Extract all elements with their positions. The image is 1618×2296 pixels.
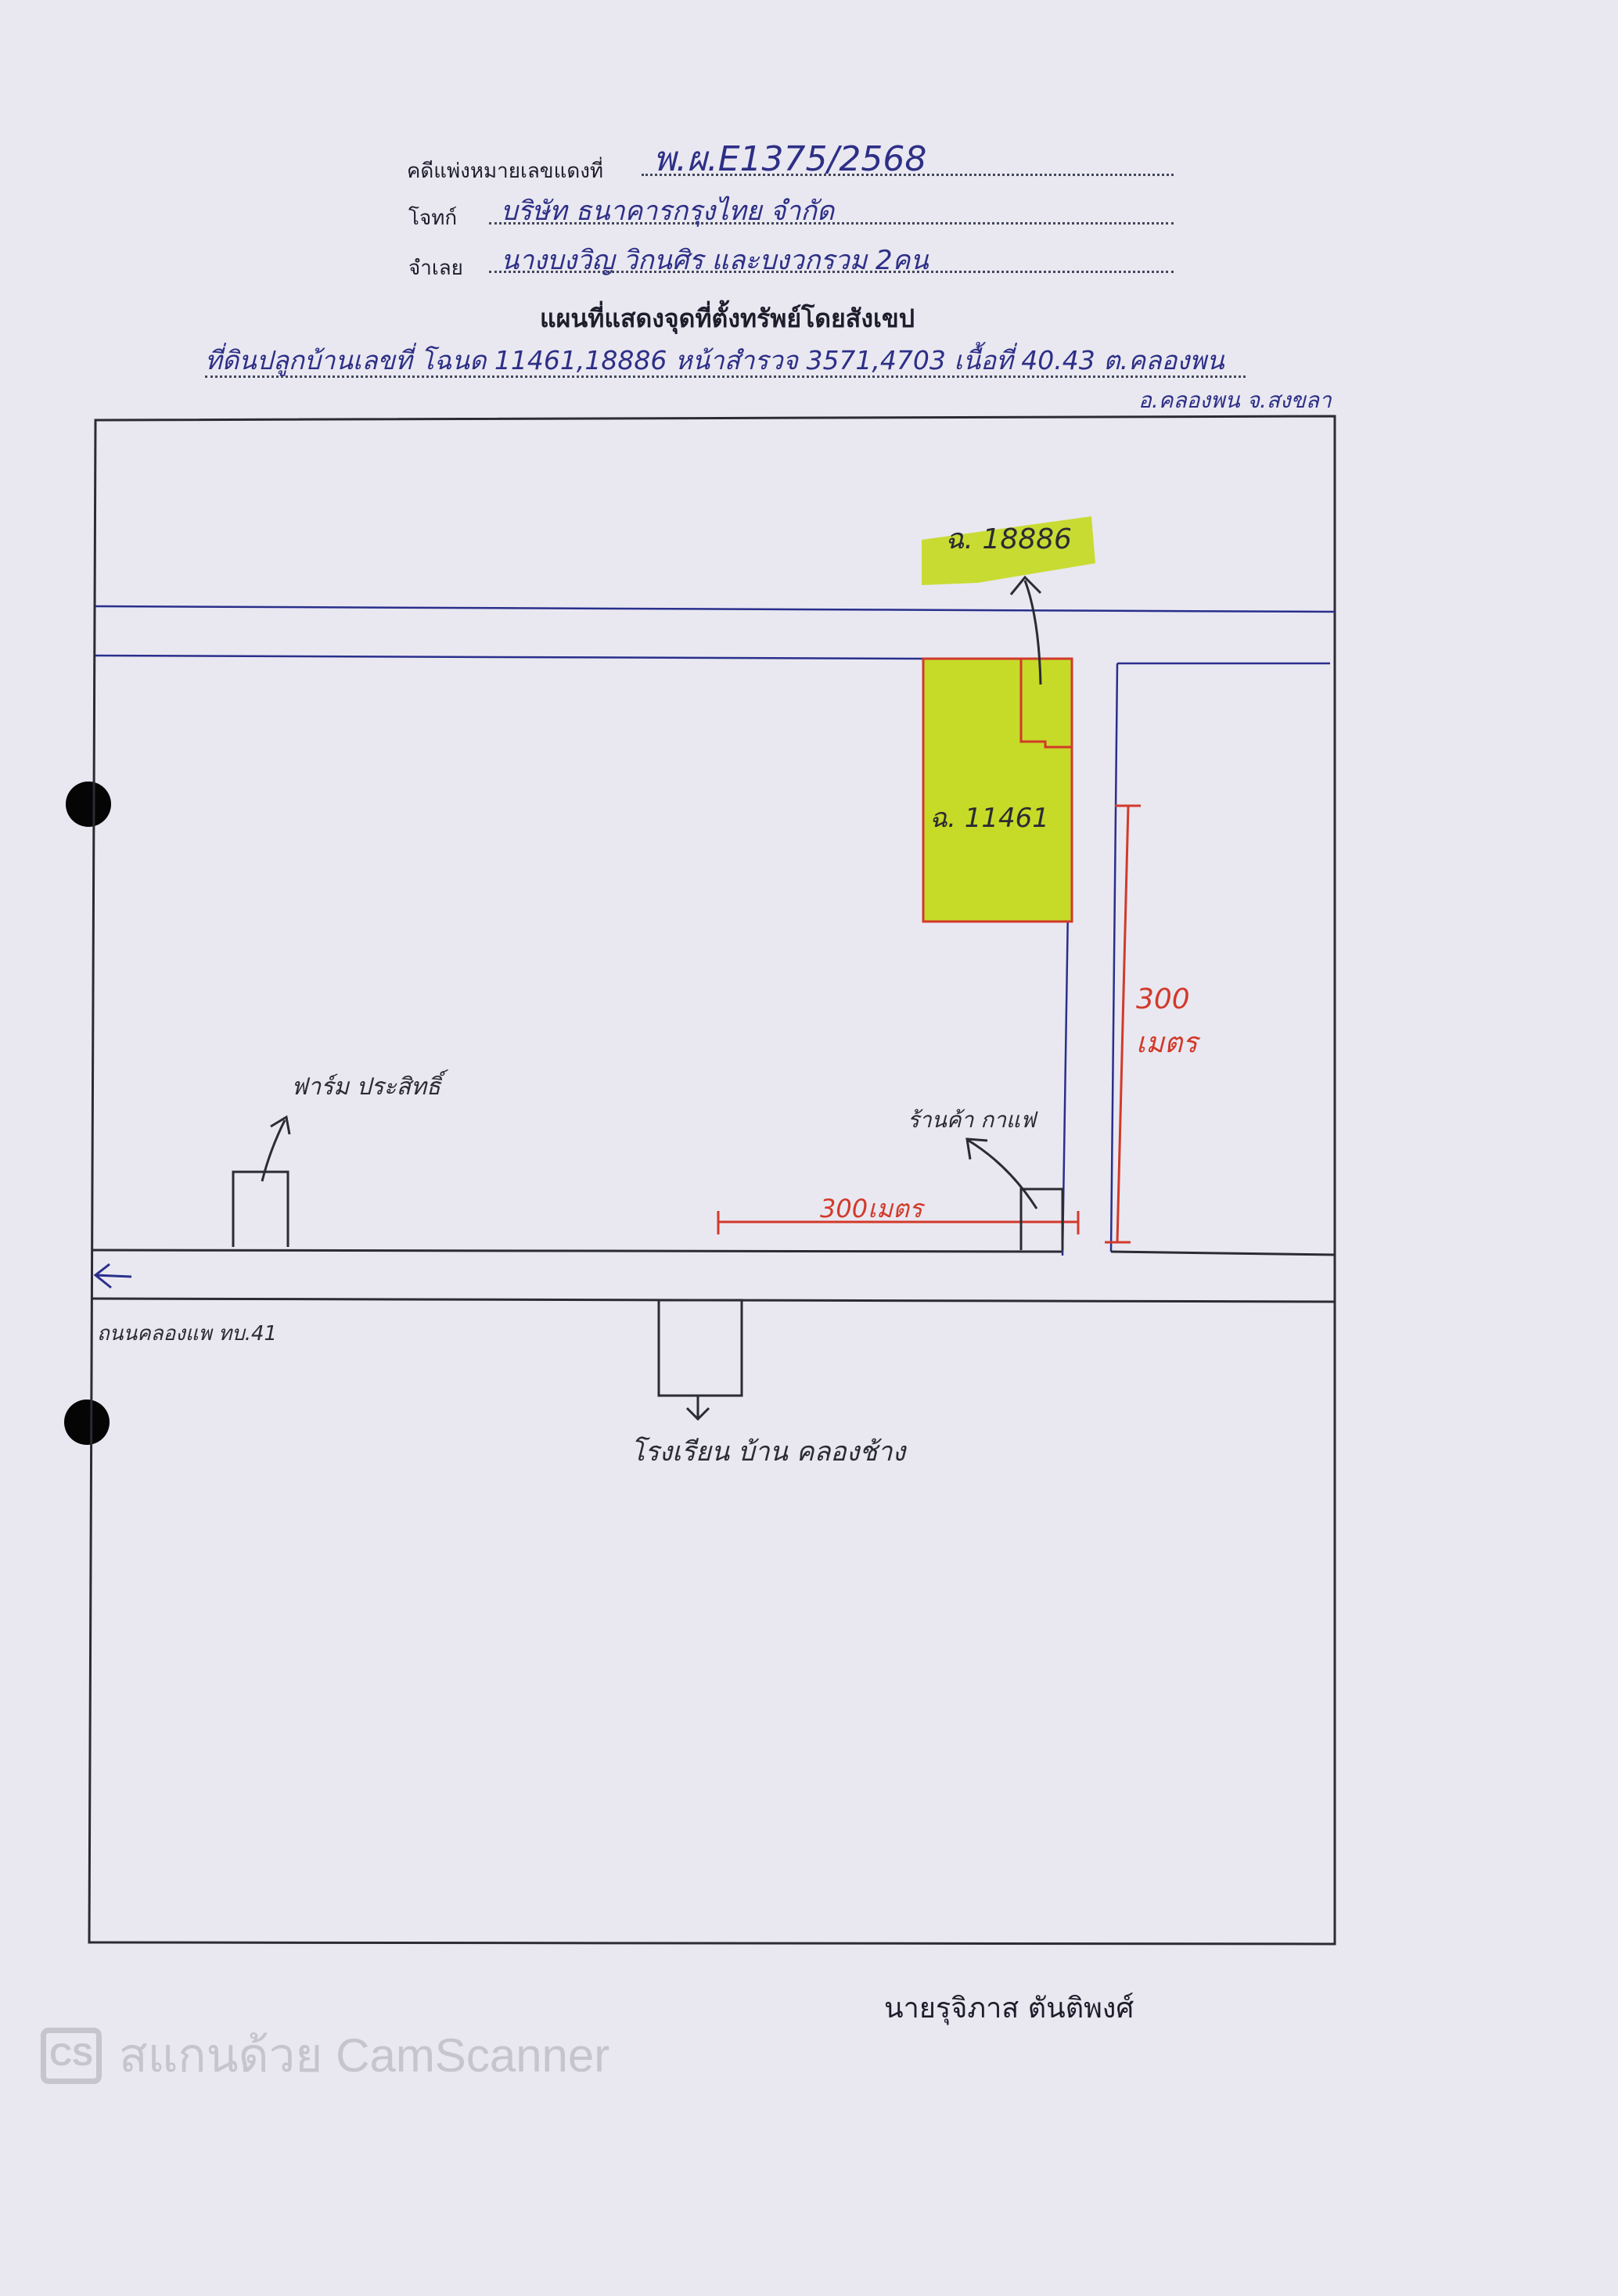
case-number-label: คดีแพ่งหมายเลขแดงที่ [407,160,604,183]
farm-label: ฟาร์ม ประสิทธิ์ [291,1073,441,1101]
camscanner-logo-icon: CS [41,2027,102,2084]
case-number-line [642,174,1174,176]
coffee-shop-arrow [965,1137,1038,1209]
bottom-road-upper-edge-right [1110,1250,1336,1256]
road-direction-arrow [93,1263,132,1289]
farm-building [232,1170,289,1247]
horizontal-distance-label: 300เมตร [820,1194,923,1223]
punch-hole-top [66,782,111,827]
defendant-label: จำเลย [408,257,463,280]
plot-11461 [922,657,1073,923]
farm-arrow [261,1115,291,1182]
top-road-lower-edge [95,654,924,660]
camscanner-watermark: CS สแกนด้วย CamScanner [41,2018,609,2093]
school-label: โรงเรียน บ้าน คลองช้าง [631,1436,906,1468]
plot-18886-outline [1019,659,1072,749]
camscanner-text: สแกนด้วย CamScanner [119,2029,610,2082]
vertical-distance-label: 300 เมตร [1136,983,1198,1059]
side-road-right-edge [1109,663,1119,1252]
defendant-value: นางบงวิญ วิกนศิร และบงวกรวม 2คน [501,245,929,276]
plaintiff-label: โจทก์ [408,207,458,230]
property-line-underline [205,375,1246,378]
top-road-upper-edge [95,605,1336,613]
case-number-value: พ.ผ.E1375/2568 [653,139,927,179]
signer-name: นายรุจิภาส ตันติพงศ์ [884,1992,1134,2025]
punch-hole-bottom [64,1400,110,1445]
plot-18886-arrow [1009,575,1042,685]
coffee-shop-label: ร้านค้า กาแฟ [908,1107,1036,1133]
plot-18886-label: ฉ. 18886 [945,523,1072,555]
map-title: แผนที่แสดงจุดที่ตั้งทรัพย์โดยสังเขป [540,304,915,333]
plaintiff-value: บริษัท ธนาคารกรุงไทย จำกัด [501,196,835,227]
school-arrow [685,1396,710,1421]
plot-18886-highlight [922,516,1095,585]
school-building [657,1299,743,1397]
vertical-dimension-line [1116,805,1130,1243]
bottom-road-upper-edge-left [92,1249,1063,1253]
property-description: ที่ดินปลูกบ้านเลขที่ โฉนด 11461,18886 หน… [205,345,1224,375]
road-label: ถนนคลองแพ ทบ.41 [97,1322,278,1346]
plot-11461-label: ฉ. 11461 [929,803,1049,834]
defendant-line [489,271,1174,273]
map-frame [88,415,1336,1946]
district-description: อ.คลองพน จ.สงขลา [1138,387,1332,413]
plaintiff-line [489,222,1174,225]
coffee-shop-building [1019,1188,1064,1250]
